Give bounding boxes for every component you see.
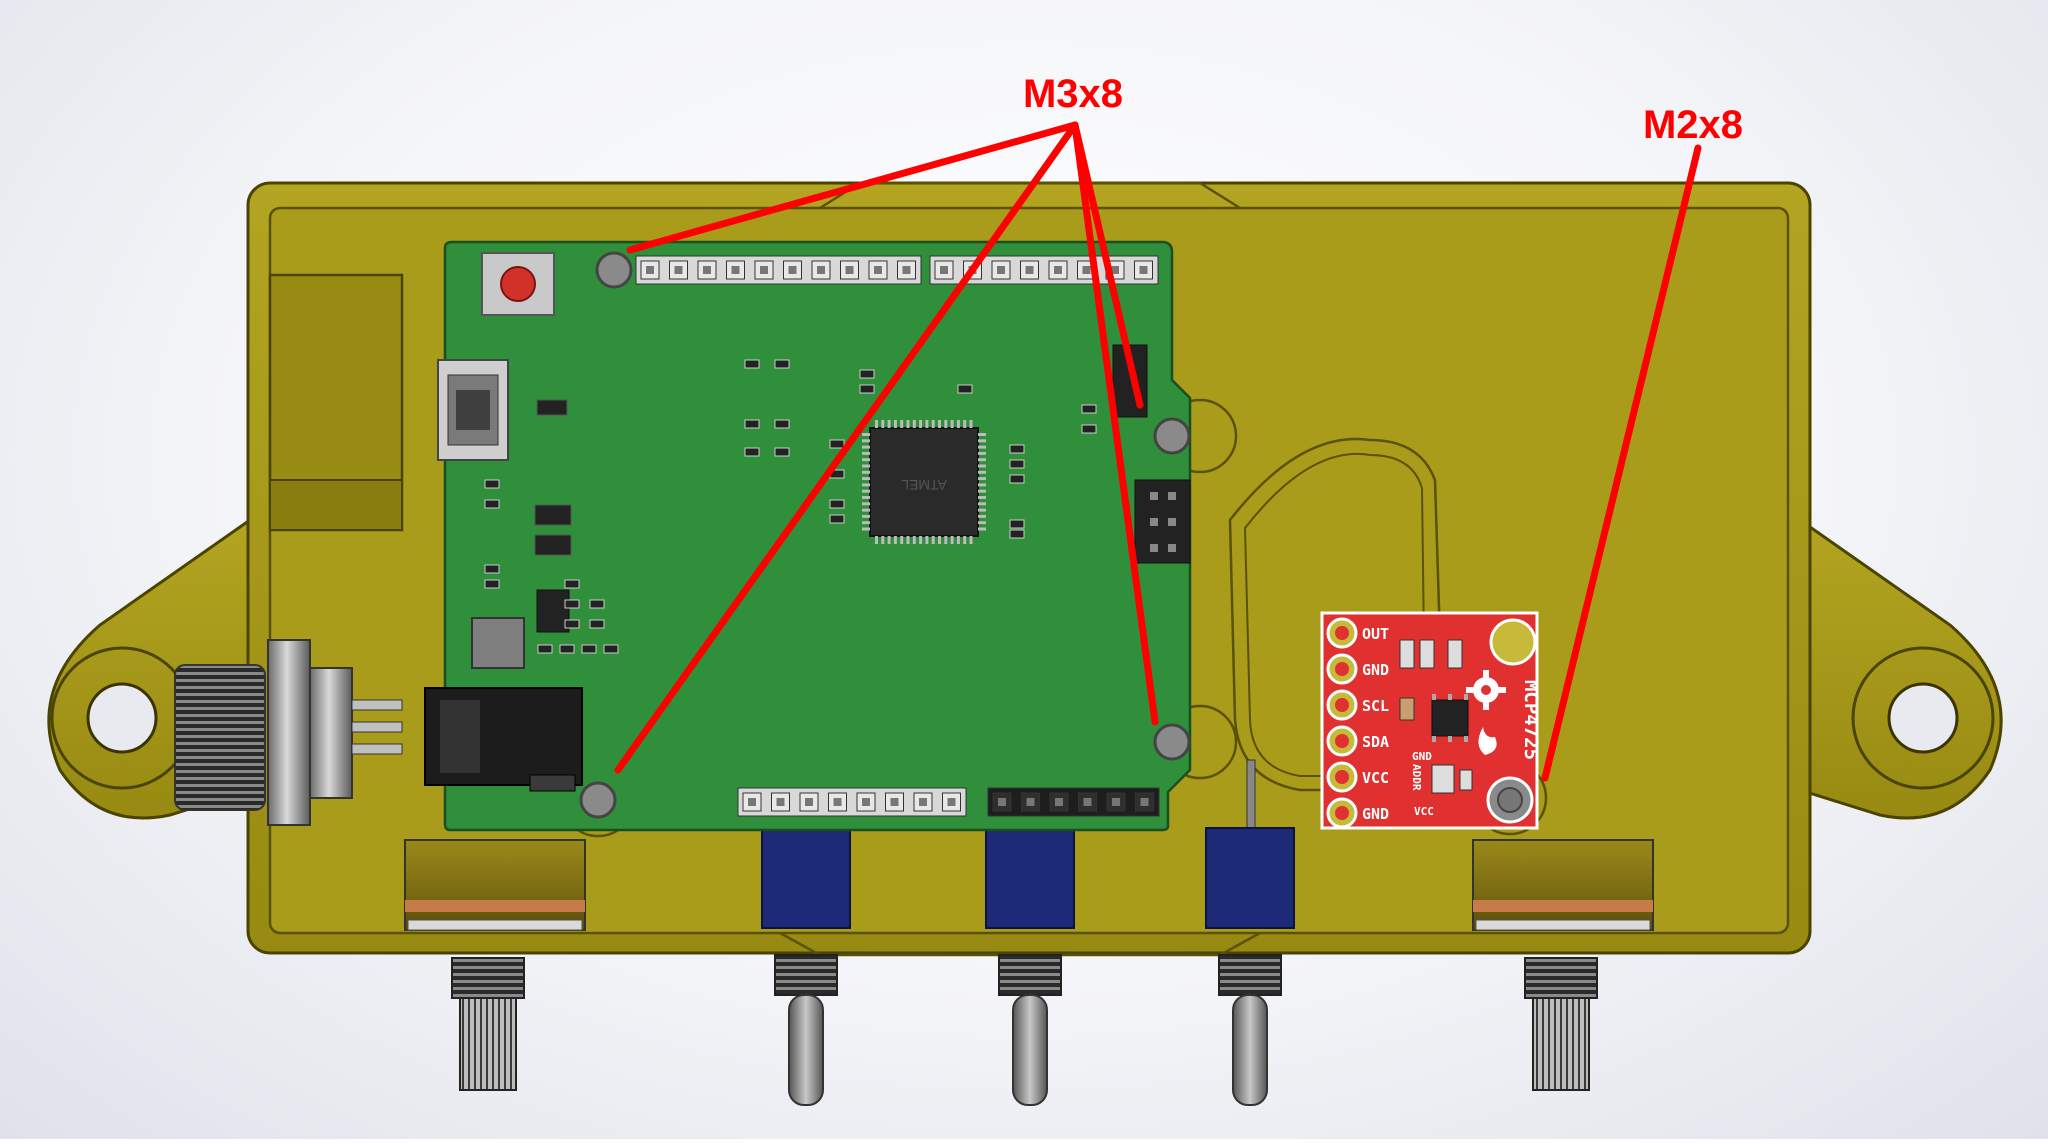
diode [534,534,572,556]
dac-board: OUT GND SCL SDA VCC GND MCP4725 GND ADDR VCC [1320,611,1542,830]
smd-component [589,619,605,629]
dac-mount-hole-inner [1497,787,1523,813]
smd-resistor [1459,769,1473,791]
dac-pin-label: SDA [1362,733,1389,751]
smd-components [484,359,1097,654]
smd-component [859,369,875,379]
smd-component [774,359,790,369]
dc-barrel-jack [424,687,583,792]
header-bottom-analog [987,787,1160,817]
smd-component [1081,404,1097,414]
flame-icon [1478,727,1497,755]
smd-component [581,644,597,654]
dac-label-gnd-small: GND [1412,750,1432,763]
callout-line [1071,121,1159,726]
dac-pin-label: GND [1362,661,1389,679]
smd-component [829,439,845,449]
smd-component [1009,519,1025,529]
smd-component [744,447,760,457]
dac-label-addr: ADDR [1410,764,1423,791]
smd-component [829,499,845,509]
potentiometer-right [1472,839,1654,1091]
smd-resistor [1447,639,1463,669]
smd-component [774,447,790,457]
smd-component [829,514,845,524]
smd-component [1009,444,1025,454]
callout-line [1071,121,1144,409]
callout-m2x8: M2x8 [1541,103,1743,782]
pcb-board [443,240,1192,832]
right-mounting-flange [1798,517,2003,820]
callout-line [1541,144,1702,782]
voltage-regulator [471,617,525,669]
callout-line [614,121,1079,774]
left-mount-hole-inner [86,682,158,754]
dac-label-vcc-small: VCC [1414,805,1434,818]
callout-label-m3x8: M3x8 [1023,72,1123,116]
side-connector-shadow [269,479,403,531]
smd-component [859,384,875,394]
dac-mount-hole [1489,618,1537,666]
smd-capacitor [1399,697,1415,721]
mcu-chip: ATMEL [862,420,986,544]
pcb-mount-hole [1153,723,1191,761]
dac-pin-row: OUT GND SCL SDA VCC GND [1326,617,1389,829]
pcb-mount-hole [579,781,617,819]
sot-transistor [536,399,568,416]
callout-label-m2x8: M2x8 [1643,103,1743,147]
header-top-digital-high [635,255,922,285]
smd-component [957,384,973,394]
dac-pin-label: SCL [1362,697,1389,715]
dac-pin-label: GND [1362,805,1389,823]
diode [534,504,572,526]
triangular-rib-inner [1243,453,1427,777]
pcb-mount-hole [595,251,633,289]
header-bottom-power [737,787,967,817]
smd-component [484,579,500,589]
icsp-header [1134,479,1191,564]
right-mount-hole-inner [1887,682,1959,754]
smd-component [1009,529,1025,539]
smd-component [1009,459,1025,469]
smd-component [589,599,605,609]
mcu-pins [862,420,986,544]
smd-component [564,619,580,629]
smd-component [744,359,760,369]
ic-small [536,589,570,633]
mcu-marking: ATMEL [901,477,947,493]
right-mount-hole [1851,646,1995,790]
dac-chip [1431,699,1469,737]
smd-component [484,564,500,574]
smd-resistor [1399,639,1415,669]
usb-connector [437,359,509,461]
pcb-mount-hole [1153,417,1191,455]
callout-m3x8: M3x8 [614,72,1159,774]
smd-component [1009,474,1025,484]
smd-component [603,644,619,654]
dac-chip-name: MCP4725 [1520,680,1542,760]
smd-component [484,479,500,489]
reset-button [481,252,555,316]
toggle-switch-3 [1205,759,1295,1106]
gear-icon [1466,670,1506,710]
callout-line [626,121,1079,254]
smd-component [1081,424,1097,434]
smd-component [744,419,760,429]
smd-component [559,644,575,654]
dac-pin-label: OUT [1362,625,1389,643]
smd-component [564,599,580,609]
smd-component [774,419,790,429]
smd-component [484,499,500,509]
smd-component [564,579,580,589]
main-pcb: ATMEL [424,240,1192,832]
smd-resistor [1419,639,1435,669]
dac-pin-label: VCC [1362,769,1389,787]
circular-connector [174,639,403,826]
addr-jumper [1431,764,1455,794]
smd-component [537,644,553,654]
potentiometer-left [404,839,586,1091]
